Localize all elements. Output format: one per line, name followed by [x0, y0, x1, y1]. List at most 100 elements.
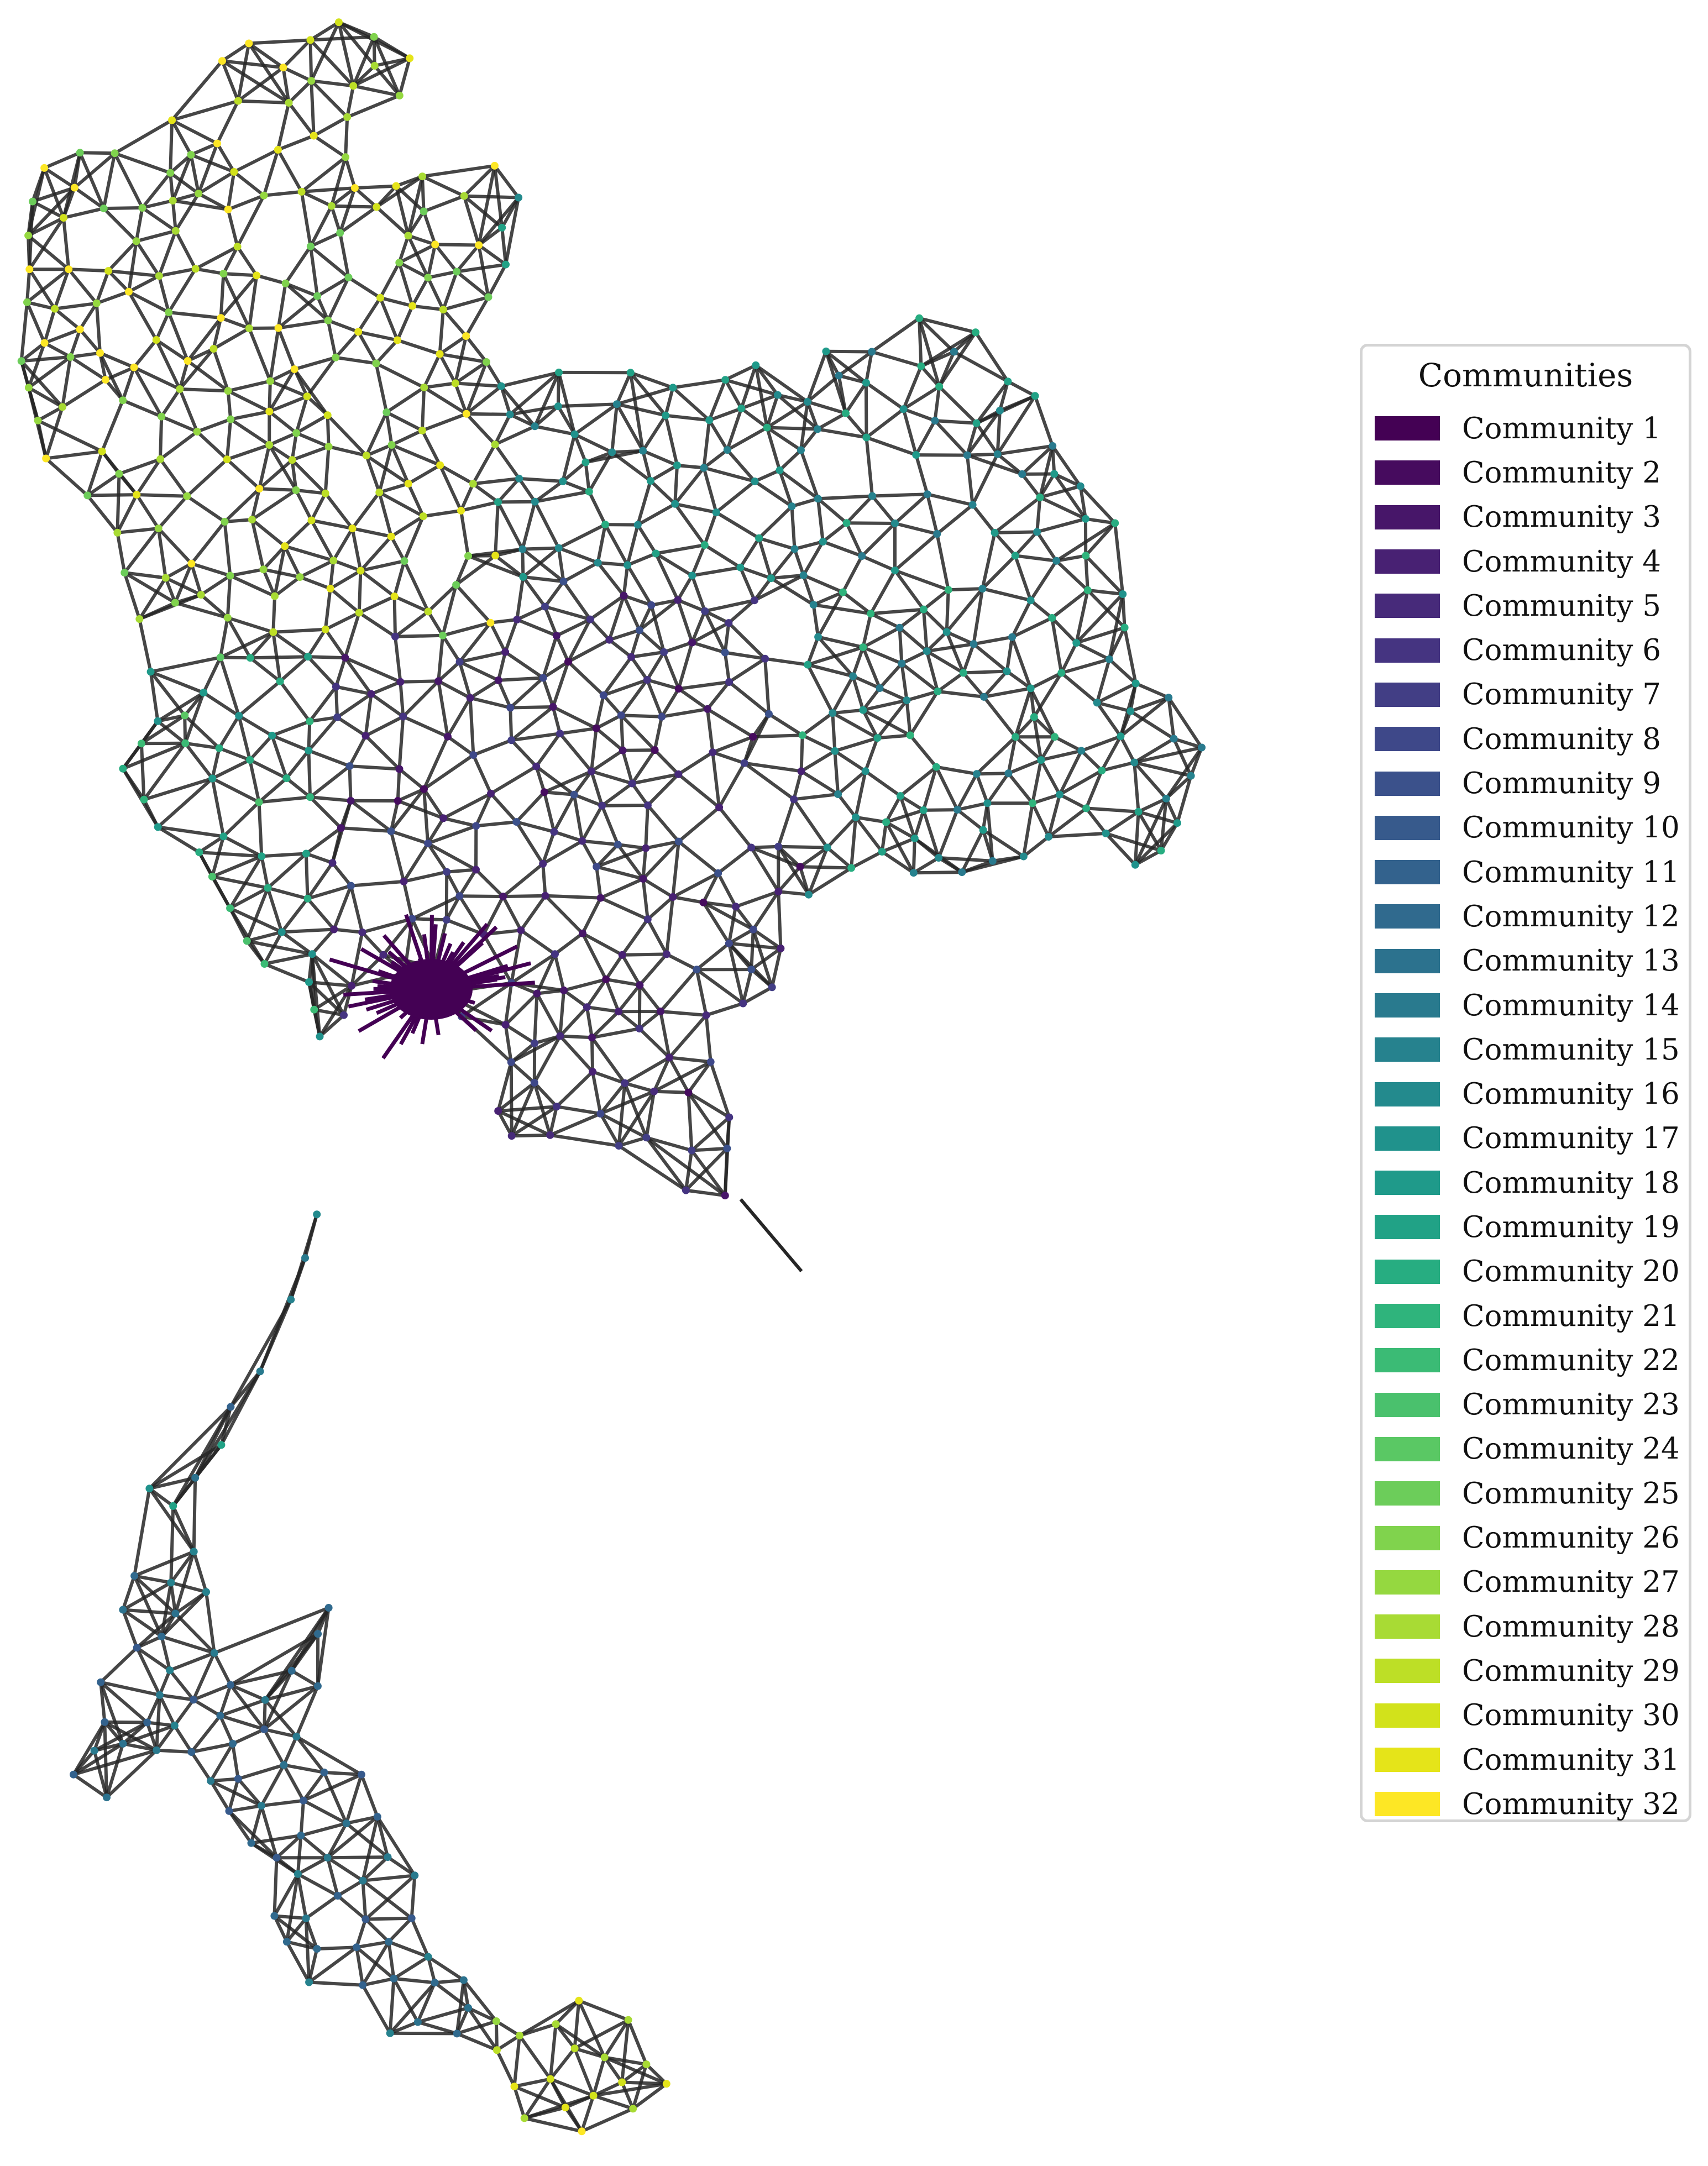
graph-edge: [1123, 627, 1138, 684]
legend-item: Community 27: [1375, 1560, 1683, 1604]
graph-edge: [160, 1636, 172, 1671]
graph-node: [626, 369, 635, 377]
graph-edge: [157, 825, 200, 854]
graph-node: [181, 711, 189, 720]
graph-edge: [19, 302, 29, 361]
graph-edges: [19, 20, 1203, 2133]
graph-edge: [865, 407, 905, 439]
graph-edge: [770, 948, 783, 988]
graph-edge: [641, 848, 648, 879]
graph-edge: [966, 422, 978, 456]
graph-edge: [390, 830, 429, 845]
graph-edge: [703, 511, 718, 546]
graph-edge: [160, 1582, 173, 1637]
graph-node: [737, 405, 746, 412]
graph-node: [517, 926, 525, 935]
graph-node: [1026, 684, 1035, 693]
graph-node: [1162, 794, 1170, 803]
graph-edge: [102, 207, 138, 243]
graph-edge: [62, 217, 71, 270]
graph-edge: [61, 378, 107, 408]
graph-edge: [143, 777, 213, 801]
graph-edge: [305, 1894, 339, 1920]
graph-node: [342, 153, 350, 161]
legend-label: Community 18: [1462, 1166, 1680, 1200]
graph-node: [276, 677, 284, 685]
graph-edge: [851, 647, 865, 677]
graph-edge: [458, 895, 485, 936]
graph-node: [598, 801, 606, 810]
graph-edge: [133, 365, 181, 391]
graph-edge: [260, 1764, 286, 1807]
graph-node: [225, 1807, 233, 1815]
graph-edge: [372, 36, 376, 66]
graph-edge: [121, 1575, 136, 1611]
graph-node: [556, 1032, 564, 1040]
graph-edge: [744, 761, 802, 773]
graph-edge: [477, 165, 496, 246]
graph-edge: [426, 1956, 437, 1984]
graph-edge: [169, 1550, 196, 1584]
graph-edge: [898, 626, 928, 653]
graph-node: [247, 1839, 255, 1847]
graph-edge: [309, 715, 338, 723]
graph-edge: [190, 153, 235, 174]
graph-edge: [898, 627, 904, 664]
graph-edge: [397, 799, 444, 820]
graph-node: [1076, 482, 1084, 490]
graph-edge: [426, 277, 445, 311]
graph-edge: [273, 1915, 289, 1943]
graph-edge: [403, 870, 447, 883]
graph-edge: [308, 685, 338, 723]
graph-node: [183, 492, 191, 500]
graph-edge: [276, 149, 303, 193]
graph-edge: [556, 1070, 594, 1108]
graph-edge: [332, 527, 354, 562]
graph-edge: [862, 646, 903, 665]
graph-node: [898, 659, 906, 668]
graph-edge: [563, 989, 588, 1009]
graph-node: [361, 732, 370, 740]
graph-edge: [632, 2082, 668, 2110]
graph-node: [261, 1696, 269, 1704]
graph-edge: [605, 978, 640, 987]
graph-edge: [344, 1774, 363, 1824]
graph-edge: [249, 1805, 263, 1844]
graph-edge: [389, 1981, 436, 2034]
graph-edge: [280, 898, 309, 933]
graph-edge: [133, 1575, 177, 1615]
graph-node: [208, 873, 216, 881]
graph-edge: [998, 381, 1010, 411]
graph-edge: [205, 1592, 216, 1654]
graph-edge: [309, 39, 355, 87]
graph-edge: [535, 424, 575, 436]
graph-edge: [1107, 594, 1125, 660]
graph-node: [663, 950, 670, 958]
graph-edge: [261, 569, 276, 597]
graph-edge: [274, 575, 301, 597]
graph-edge: [268, 381, 272, 412]
graph-node: [1187, 772, 1195, 780]
graph-edge: [971, 453, 999, 506]
graph-edge: [510, 705, 553, 710]
graph-node: [316, 1032, 324, 1041]
graph-edge: [158, 1694, 176, 1727]
graph-node: [592, 724, 600, 732]
graph-edge: [906, 690, 939, 702]
graph-node: [1077, 747, 1086, 755]
graph-edge: [168, 311, 221, 320]
graph-node: [513, 616, 521, 623]
graph-edge: [1100, 735, 1123, 772]
graph-node: [674, 596, 682, 604]
graph-edge: [356, 1940, 389, 1949]
graph-edge: [709, 407, 742, 422]
graph-edge: [522, 546, 559, 551]
graph-edge: [427, 584, 458, 613]
graph-edge: [572, 794, 584, 842]
graph-edge: [1030, 671, 1062, 690]
graph-edge: [621, 749, 634, 784]
graph-node: [629, 2105, 637, 2113]
graph-node: [321, 625, 329, 633]
graph-edge: [1119, 696, 1170, 738]
graph-edge: [750, 947, 782, 971]
